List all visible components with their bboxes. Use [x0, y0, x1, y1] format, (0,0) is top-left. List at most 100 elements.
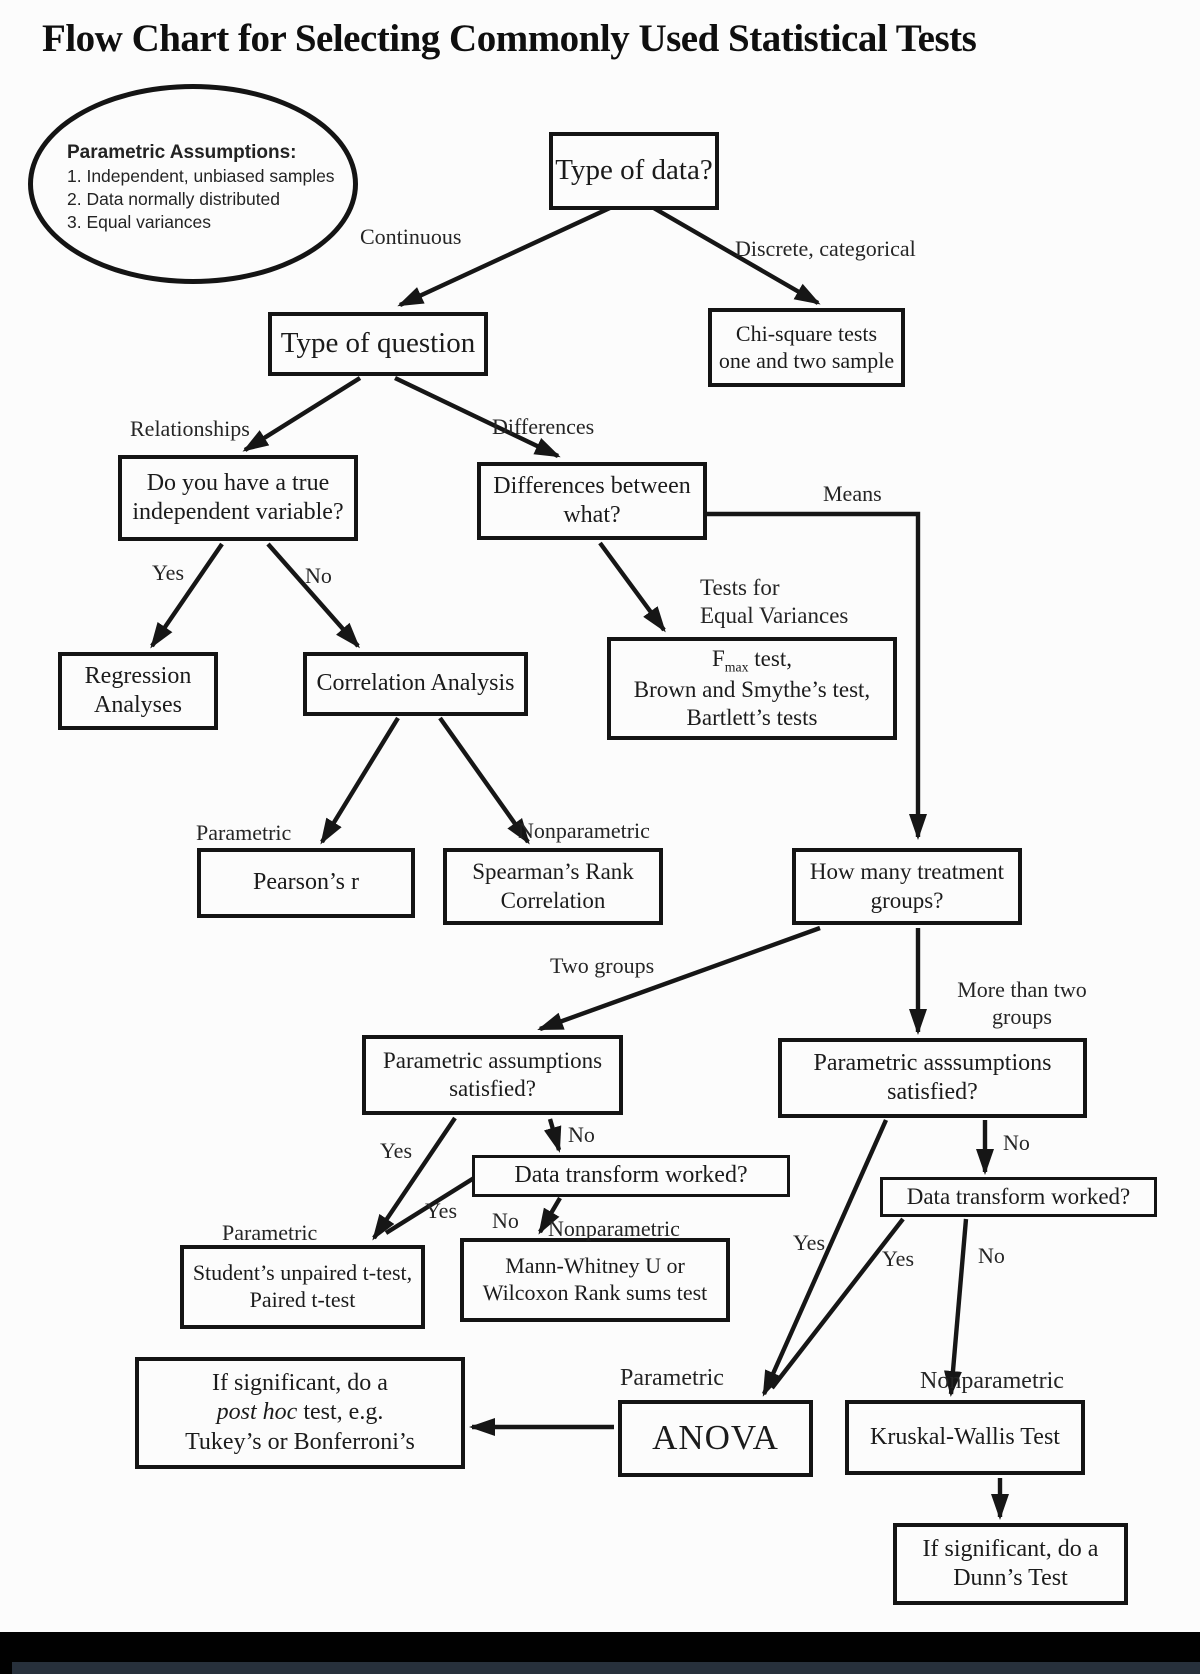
- edge-label-param2-no: No: [568, 1122, 595, 1147]
- edge-dtwN-yes: [770, 1217, 905, 1390]
- assumption-item: 3. Equal variances: [67, 212, 211, 232]
- edge-dtw2-yes: [384, 1176, 476, 1235]
- node-correlation-analysis: Correlation Analysis: [303, 652, 528, 716]
- edge-corr-parametric: [320, 716, 400, 845]
- node-label: Dunn’s Test: [953, 1565, 1068, 1591]
- node-label: Regression: [84, 662, 192, 689]
- node-label: Tukey’s or Bonferroni’s: [185, 1428, 415, 1455]
- node-label: Correlation Analysis: [316, 670, 515, 697]
- node-dunns-test: If significant, do a Dunn’s Test: [893, 1523, 1128, 1605]
- edge-discrete: [650, 205, 821, 305]
- edge-param2-no: [543, 1118, 562, 1153]
- assumption-item: 1. Independent, unbiased samples: [67, 166, 335, 186]
- assumptions-heading: Parametric Assumptions:: [67, 142, 297, 163]
- node-label: Type of data?: [555, 154, 713, 187]
- node-data-transform-worked-many: Data transform worked?: [880, 1177, 1157, 1217]
- parametric-assumptions-ellipse: Parametric Assumptions: 1. Independent, …: [28, 84, 358, 284]
- edge-relationships: [242, 376, 362, 452]
- edge-means: [707, 511, 927, 840]
- edge-label-differences: Differences: [492, 414, 595, 439]
- node-true-independent-variable: Do you have a true independent variable?: [118, 455, 358, 541]
- bottom-navy-strip: [12, 1662, 1200, 1674]
- edge-iv-no: [266, 542, 360, 649]
- edge-dtw2-no: [538, 1196, 562, 1235]
- edge-dtwN-no: [943, 1218, 969, 1397]
- edge-label-param2-yes: Yes: [380, 1138, 413, 1163]
- node-label: what?: [563, 502, 621, 528]
- node-regression-analyses: Regression Analyses: [58, 652, 218, 730]
- node-mann-whitney-wilcoxon: Mann-Whitney U or Wilcoxon Rank sums tes…: [460, 1238, 730, 1322]
- edge-iv-yes: [150, 542, 224, 649]
- node-post-hoc-test: If significant, do a post hoc test, e.g.…: [135, 1357, 465, 1469]
- node-label: Student’s unpaired t-test,: [192, 1260, 413, 1286]
- edge-label-two-groups: Two groups: [550, 953, 655, 978]
- page-title: Flow Chart for Selecting Commonly Used S…: [42, 17, 977, 60]
- node-type-of-question: Type of question: [268, 312, 488, 376]
- node-label: Kruskal-Wallis Test: [870, 1423, 1060, 1450]
- edge-label-paramN-no: No: [1003, 1130, 1030, 1155]
- node-chi-square-tests: Chi-square tests one and two sample: [708, 308, 905, 387]
- node-data-transform-worked-two: Data transform worked?: [472, 1155, 790, 1197]
- node-label: Correlation: [500, 887, 606, 913]
- node-label: Do you have a true: [146, 469, 330, 496]
- node-anova: ANOVA: [618, 1400, 813, 1477]
- edge-label-more-than-two-groups: More than two groups: [957, 977, 1087, 1029]
- node-label: one and two sample: [718, 347, 895, 373]
- node-label: Wilcoxon Rank sums test: [482, 1280, 708, 1305]
- node-label: Parametric assumptions: [382, 1047, 603, 1073]
- node-label: Spearman’s Rank: [472, 859, 634, 885]
- edge-corr-nonparametric: [438, 716, 530, 845]
- node-label: Brown and Smythe’s test,: [633, 677, 871, 703]
- node-parametric-assumptions-two-groups: Parametric assumptions satisfied?: [362, 1035, 623, 1115]
- node-label: Pearson’s r: [253, 869, 359, 896]
- node-equal-variance-tests: Fmax test, Brown and Smythe’s test, Bart…: [607, 637, 897, 740]
- node-label: independent variable?: [132, 499, 344, 525]
- edge-label-paramN-yes: Yes: [793, 1230, 826, 1255]
- node-label: groups?: [870, 887, 944, 913]
- node-label: If significant, do a: [922, 1535, 1099, 1562]
- node-label: Type of question: [280, 327, 476, 360]
- edge-label-nonparametric-spearman: Nonparametric: [518, 818, 650, 843]
- edge-label-relationships: Relationships: [130, 416, 250, 441]
- edge-label-dtw2-yes: Yes: [425, 1198, 458, 1223]
- edge-variance-tests: [598, 541, 666, 633]
- parametric-assumptions-text: Parametric Assumptions: 1. Independent, …: [67, 141, 347, 234]
- node-label: satisfied?: [887, 1079, 978, 1105]
- edge-two-groups: [537, 925, 821, 1032]
- node-label: satisfied?: [449, 1076, 536, 1101]
- node-kruskal-wallis: Kruskal-Wallis Test: [845, 1400, 1085, 1475]
- node-student-t-tests: Student’s unpaired t-test, Paired t-test: [180, 1245, 425, 1329]
- edge-label-means: Means: [823, 481, 882, 506]
- edge-label-dtwN-yes: Yes: [882, 1246, 915, 1271]
- node-label: Analyses: [94, 692, 182, 718]
- edge-label-nonparametric-mann-whitney: Nonparametric: [548, 1216, 680, 1241]
- edge-label-tests-for-equal-variances: Tests for Equal Variances: [700, 575, 849, 628]
- edge-label-parametric-ttest: Parametric: [222, 1220, 318, 1245]
- node-label: Chi-square tests: [735, 320, 878, 346]
- edge-label-parametric-anova: Parametric: [620, 1365, 724, 1391]
- node-label: Bartlett’s tests: [686, 705, 818, 731]
- edge-label-parametric-pearson: Parametric: [196, 820, 292, 845]
- node-label: How many treatment: [809, 859, 1005, 885]
- node-label: Data transform worked?: [906, 1183, 1131, 1209]
- node-label: ANOVA: [652, 1418, 779, 1458]
- edge-label-iv-yes: Yes: [152, 560, 185, 585]
- edge-continuous: [397, 205, 613, 307]
- node-label: Data transform worked?: [514, 1162, 748, 1189]
- node-parametric-assumptions-many-groups: Parametric asssumptions satisfied?: [778, 1038, 1087, 1118]
- node-spearmans-rank-correlation: Spearman’s Rank Correlation: [443, 848, 663, 925]
- edge-label-nonparametric-kruskal: Nonparametric: [920, 1368, 1064, 1394]
- node-differences-between-what: Differences between what?: [477, 462, 707, 540]
- assumption-item: 2. Data normally distributed: [67, 189, 281, 209]
- edge-differences: [394, 376, 561, 458]
- node-label: Differences between: [493, 472, 691, 499]
- node-label: Fmax test,: [711, 645, 792, 675]
- edge-paramN-yes: [761, 1119, 889, 1397]
- post-hoc-italic: post hoc: [216, 1399, 298, 1426]
- node-label: post hoc test, e.g.: [216, 1399, 384, 1426]
- edge-label-dtwN-no: No: [978, 1243, 1005, 1268]
- edge-label-dtw2-no: No: [492, 1208, 519, 1233]
- node-label: Parametric asssumptions: [813, 1049, 1052, 1076]
